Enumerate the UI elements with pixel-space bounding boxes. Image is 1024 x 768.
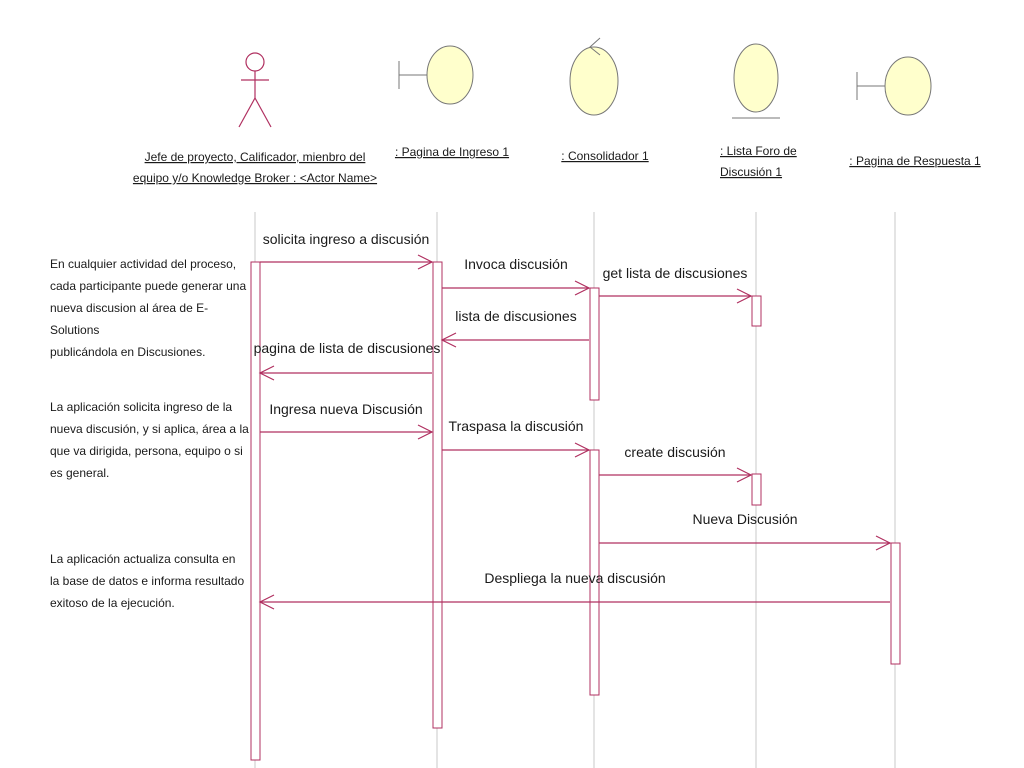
lifelines: [254, 212, 896, 768]
message-arrow: Despliega la nueva discusión: [258, 570, 890, 610]
note-line: nueva discusion al área de E-Solutions: [50, 301, 209, 337]
control-icon: [569, 37, 619, 116]
participant-label: equipo y/o Knowledge Broker : <Actor Nam…: [133, 171, 377, 185]
message-arrow: Traspasa la discusión: [442, 418, 591, 458]
message-arrow: Invoca discusión: [442, 256, 591, 296]
message-arrow: Nueva Discusión: [599, 511, 892, 551]
activation-bar: [589, 449, 600, 696]
activation-bar: [751, 473, 762, 506]
note-line: exitoso de la ejecución.: [50, 596, 175, 610]
message-label: solicita ingreso a discusión: [263, 231, 430, 247]
participant-label: : Pagina de Respuesta 1: [849, 154, 981, 168]
note-line: es general.: [50, 466, 110, 480]
note-line: cada participante puede generar una: [50, 279, 247, 293]
message-label: pagina de lista de discusiones: [254, 340, 441, 356]
note-line: la base de datos e informa resultado: [50, 574, 245, 588]
message-label: Ingresa nueva Discusión: [269, 401, 422, 417]
note-line: En cualquier actividad del proceso,: [50, 257, 237, 271]
participant-label: Jefe de proyecto, Calificador, mienbro d…: [145, 150, 366, 164]
activation-bar: [432, 261, 443, 729]
message-label: Traspasa la discusión: [449, 418, 584, 434]
note-line: La aplicación solicita ingreso de la: [50, 400, 233, 414]
activation-bar: [751, 295, 762, 327]
message-label: Despliega la nueva discusión: [484, 570, 665, 586]
boundary-icon: [398, 45, 474, 105]
message-label: Nueva Discusión: [692, 511, 797, 527]
activation-bars: [250, 261, 901, 761]
message-arrow: Ingresa nueva Discusión: [260, 401, 434, 440]
message-label: Invoca discusión: [464, 256, 568, 272]
message-arrow: solicita ingreso a discusión: [260, 231, 434, 270]
note-line: que va dirigida, persona, equipo o si: [50, 444, 243, 458]
participant-label: : Consolidador 1: [561, 149, 649, 163]
note-line: publicándola en Discusiones.: [50, 345, 206, 359]
participant-label: : Pagina de Ingreso 1: [395, 145, 509, 159]
note-line: La aplicación actualiza consulta en: [50, 552, 236, 566]
message-arrow: lista de discusiones: [440, 308, 589, 348]
message-arrow: get lista de discusiones: [599, 265, 753, 304]
message-arrow: create discusión: [599, 444, 753, 483]
entity-icon: [732, 43, 780, 119]
participant-label: : Lista Foro de: [720, 144, 797, 158]
note-line: nueva discusión, y si aplica, área a la: [50, 422, 249, 436]
participant-labels: Jefe de proyecto, Calificador, mienbro d…: [133, 144, 981, 185]
message-arrow: pagina de lista de discusiones: [254, 340, 441, 381]
boundary-icon: [856, 56, 932, 116]
note: La aplicación solicita ingreso de la nuev…: [50, 396, 250, 484]
participant-label: Discusión 1: [720, 165, 782, 179]
participant-icons: [238, 37, 932, 128]
actor-icon: [238, 52, 272, 128]
note: La aplicación actualiza consulta en la ba…: [50, 548, 250, 614]
activation-bar: [890, 542, 901, 665]
activation-bar: [250, 261, 261, 761]
activation-bar: [589, 287, 600, 401]
message-label: get lista de discusiones: [603, 265, 748, 281]
message-label: lista de discusiones: [455, 308, 576, 324]
message-label: create discusión: [624, 444, 725, 460]
note: En cualquier actividad del proceso, cada …: [50, 253, 250, 363]
